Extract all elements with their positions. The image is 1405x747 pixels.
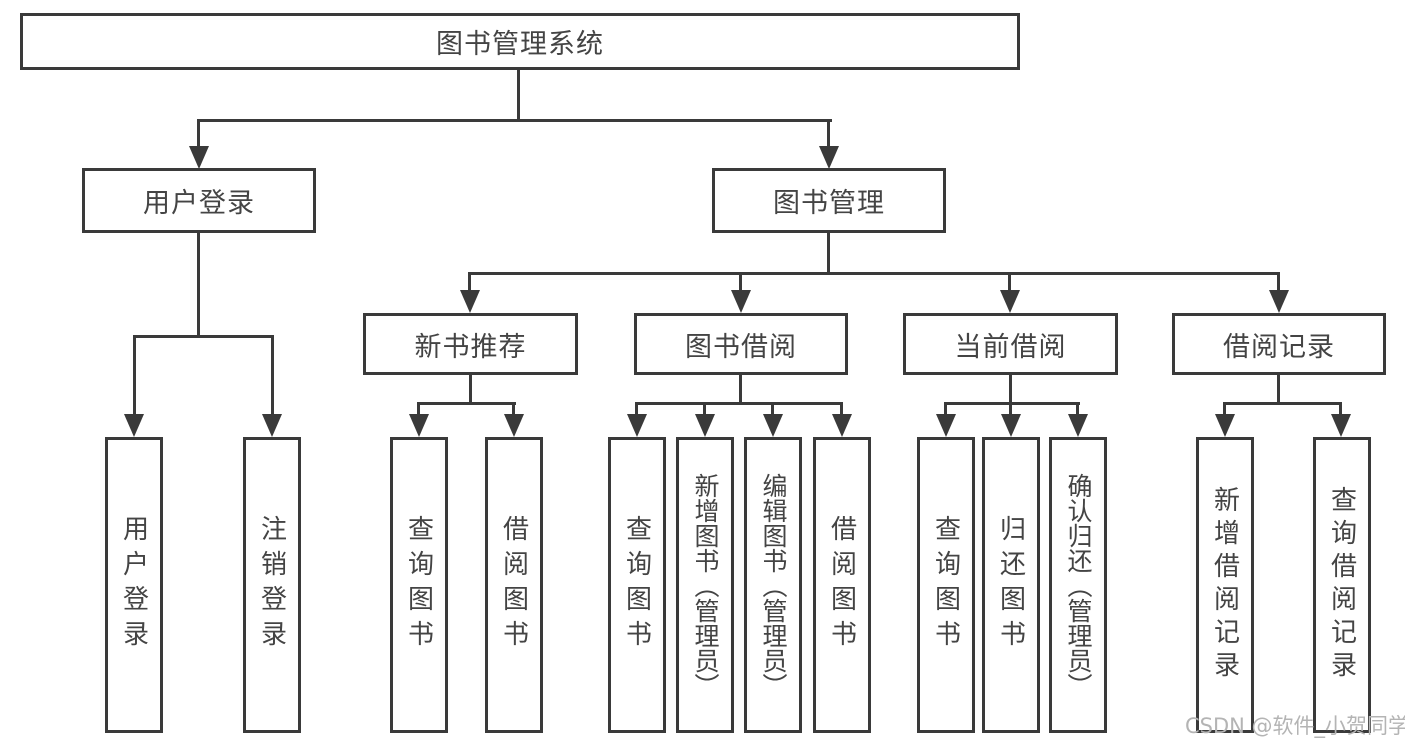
arrow-down-icon [1331,414,1351,437]
connector-line [635,402,843,405]
leaf-label: 编辑图书（管理员） [759,472,788,698]
arrow-down-icon [832,414,852,437]
connector-line [469,375,472,405]
connector-line [133,335,274,338]
connector-line [133,335,136,415]
leaf-label: 查询图书 [621,515,652,655]
leaf-borrow-books-recommend: 借阅图书 [485,437,543,733]
node-borrowing-records: 借阅记录 [1172,313,1386,375]
leaf-query-borrow-record: 查询借阅记录 [1313,437,1371,733]
connector-line [635,402,638,418]
leaf-query-books-recommend: 查询图书 [390,437,448,733]
connector-line [827,233,830,275]
connector-line [944,402,1080,405]
connector-line [197,233,200,338]
node-label: 图书管理 [773,188,885,219]
leaf-label: 归还图书 [995,515,1026,655]
node-library-management-system: 图书管理系统 [20,13,1020,70]
node-label: 新书推荐 [414,331,527,363]
leaf-confirm-return-admin: 确认归还（管理员） [1049,437,1107,733]
leaf-label: 借阅图书 [498,515,529,655]
connector-line [468,272,1280,275]
connector-line [1277,272,1280,292]
connector-line [417,402,516,405]
connector-line [197,119,832,122]
arrow-down-icon [763,414,783,437]
node-book-management: 图书管理 [712,168,946,233]
leaf-label: 查询图书 [930,515,961,655]
leaf-label: 新增借阅记录 [1209,486,1240,684]
node-new-book-recommend: 新书推荐 [363,313,578,375]
node-label: 图书管理系统 [436,29,604,60]
connector-line [1076,402,1079,418]
watermark: CSDN @软件_小贺同学 [1185,714,1405,738]
arrow-down-icon [1000,290,1020,313]
leaf-edit-books-admin: 编辑图书（管理员） [744,437,802,733]
leaf-return-books: 归还图书 [982,437,1040,733]
arrow-down-icon [936,414,956,437]
arrow-down-icon [1269,290,1289,313]
arrow-down-icon [1001,414,1021,437]
leaf-label: 查询借阅记录 [1326,486,1357,684]
leaf-query-books-current: 查询图书 [917,437,975,733]
leaf-label: 借阅图书 [826,515,857,655]
arrow-down-icon [627,414,647,437]
arrow-down-icon [189,146,209,169]
connector-line [1223,402,1342,405]
arrow-down-icon [1068,414,1088,437]
connector-line [517,70,520,122]
connector-line [1223,402,1226,418]
node-label: 用户登录 [143,188,255,219]
leaf-borrow-books-borrowing: 借阅图书 [813,437,871,733]
connector-line [840,402,843,418]
connector-line [1009,375,1012,405]
arrow-down-icon [460,290,480,313]
leaf-label: 用户登录 [118,515,149,655]
connector-line [468,272,471,292]
arrow-down-icon [124,414,144,437]
leaf-logout: 注销登录 [243,437,301,733]
connector-line [512,402,515,418]
connector-line [271,335,274,415]
leaf-query-books-borrowing: 查询图书 [608,437,666,733]
connector-line [827,119,830,149]
node-book-borrowing: 图书借阅 [634,313,848,375]
connector-line [703,402,706,418]
connector-line [771,402,774,418]
node-label: 当前借阅 [954,331,1067,363]
arrow-down-icon [262,414,282,437]
connector-line [1009,402,1012,418]
node-label: 图书借阅 [685,331,797,363]
arrow-down-icon [819,146,839,169]
arrow-down-icon [1215,414,1235,437]
connector-line [1339,402,1342,418]
arrow-down-icon [504,414,524,437]
node-current-borrowing: 当前借阅 [903,313,1118,375]
arrow-down-icon [695,414,715,437]
connector-line [739,272,742,292]
leaf-label: 新增图书（管理员） [691,472,720,698]
connector-line [1008,272,1011,292]
connector-line [417,402,420,418]
node-label: 借阅记录 [1223,331,1335,363]
leaf-add-books-admin: 新增图书（管理员） [676,437,734,733]
leaf-user-login: 用户登录 [105,437,163,733]
arrow-down-icon [409,414,429,437]
node-user-login: 用户登录 [82,168,316,233]
leaf-label: 查询图书 [403,515,434,655]
connector-line [739,375,742,405]
leaf-label: 确认归还（管理员） [1064,472,1093,698]
connector-line [944,402,947,418]
connector-line [1277,375,1280,405]
leaf-label: 注销登录 [256,515,287,655]
arrow-down-icon [731,290,751,313]
leaf-add-borrow-record: 新增借阅记录 [1196,437,1254,733]
connector-line [197,119,200,149]
